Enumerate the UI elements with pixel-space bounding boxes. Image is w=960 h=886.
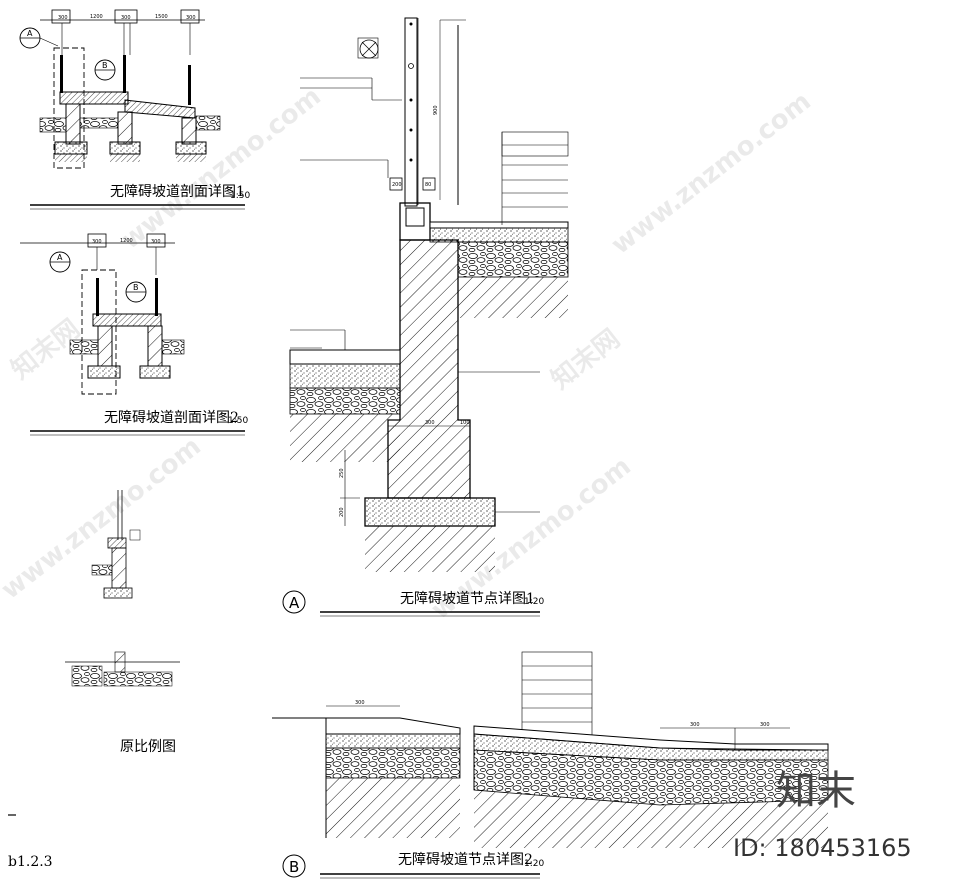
section-1-scale: 1:50 bbox=[230, 191, 250, 201]
dim-300-f: 300 bbox=[425, 420, 435, 426]
section-detail-1: 300 1200 300 1500 300 A B bbox=[19, 9, 250, 210]
dim-900: 900 bbox=[433, 105, 439, 115]
node-b-title: 无障碍坡道节点详图2 bbox=[398, 852, 533, 868]
dim-300-c: 300 bbox=[186, 15, 196, 21]
brand-logo-text: 知末 bbox=[776, 768, 856, 814]
node-a-scale: 1:20 bbox=[524, 597, 544, 607]
watermark-site-2: www.znzmo.com bbox=[606, 87, 817, 261]
dim-80: 80 bbox=[425, 182, 431, 188]
dim-300-e: 300 bbox=[151, 239, 161, 245]
dim-200-a: 200 bbox=[392, 182, 402, 188]
marker-b-label-1: B bbox=[102, 61, 108, 70]
dim-1200-b: 1200 bbox=[120, 238, 133, 244]
marker-b-label-2: B bbox=[133, 283, 139, 292]
node-marker-b bbox=[282, 854, 306, 878]
node-b-scale: 1:20 bbox=[524, 859, 544, 869]
dim-100: 100 bbox=[460, 420, 470, 426]
section-detail-2: 300 1200 300 A B 无障碍坡道剖面详图2 1:50 bbox=[20, 233, 248, 436]
image-id-text: ID: 180453165 bbox=[733, 834, 912, 862]
node-detail-a: 900 200 80 bbox=[282, 17, 569, 617]
dim-300-a: 300 bbox=[58, 15, 68, 21]
marker-a-label-2: A bbox=[57, 253, 63, 262]
node-a-title: 无障碍坡道节点详图1 bbox=[400, 591, 535, 607]
dim-250: 250 bbox=[339, 468, 345, 478]
section-2-scale: 1:50 bbox=[228, 416, 248, 426]
node-marker-b-label: B bbox=[289, 858, 299, 876]
watermark-site-4: www.znzmo.com bbox=[0, 432, 207, 606]
section-2-title: 无障碍坡道剖面详图2 bbox=[104, 410, 239, 426]
node-detail-b: 300 300 300 B 无障碍坡道节点详图2 1:20 bbox=[272, 651, 829, 879]
dim-300-g: 300 bbox=[355, 700, 365, 706]
dim-300-h: 300 bbox=[690, 722, 700, 728]
dim-300-i: 300 bbox=[760, 722, 770, 728]
original-scale-title: 原比例图 bbox=[120, 739, 176, 755]
drawing-code: b1.2.3 bbox=[8, 854, 53, 870]
original-scale-thumbnails: 原比例图 b1.2.3 bbox=[8, 490, 180, 870]
dim-200-b: 200 bbox=[339, 507, 345, 517]
dim-300-d: 300 bbox=[92, 239, 102, 245]
dim-1200: 1200 bbox=[90, 14, 103, 20]
node-marker-a-label: A bbox=[289, 594, 300, 612]
watermark-brand-2: 知末网 bbox=[546, 324, 626, 396]
section-1-title: 无障碍坡道剖面详图1 bbox=[110, 184, 245, 200]
dim-1500: 1500 bbox=[155, 14, 168, 20]
dim-300-b: 300 bbox=[121, 15, 131, 21]
marker-a-label-1: A bbox=[27, 29, 33, 38]
node-marker-a bbox=[282, 590, 306, 614]
